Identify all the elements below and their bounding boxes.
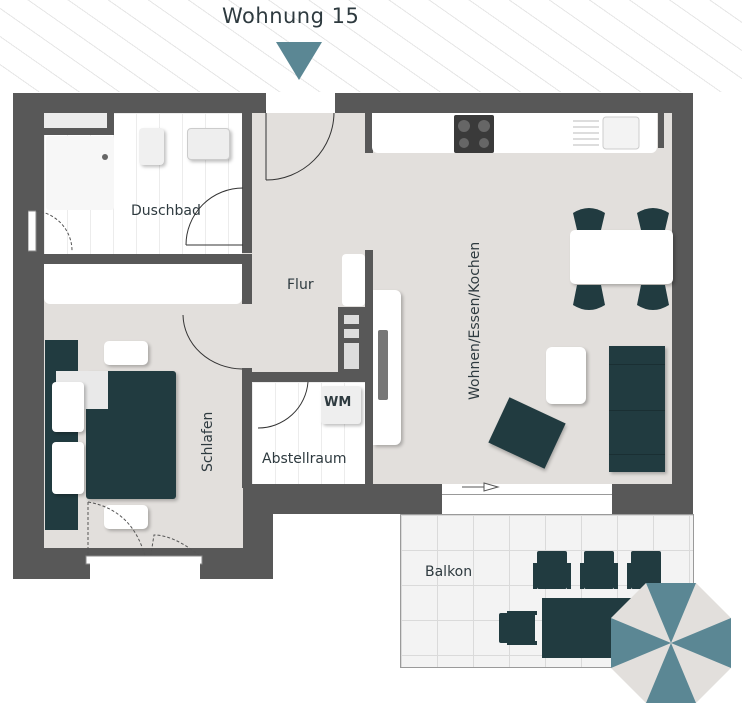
nightstand-top bbox=[104, 341, 148, 365]
drain-icon bbox=[102, 154, 108, 160]
tv-icon bbox=[378, 330, 388, 400]
toilet-icon bbox=[139, 128, 164, 165]
wall-seg bbox=[658, 113, 664, 148]
door-swing-entrance[interactable] bbox=[264, 110, 336, 184]
window-sill bbox=[90, 562, 200, 579]
entrance-triangle-icon bbox=[276, 42, 322, 80]
room-label-duschbad: Duschbad bbox=[131, 203, 201, 219]
exterior-hatch bbox=[0, 0, 742, 92]
window-bath[interactable] bbox=[28, 208, 78, 258]
shelf-slot bbox=[344, 343, 359, 369]
cooktop-icon bbox=[454, 115, 494, 153]
shelf bbox=[44, 113, 107, 128]
headboard bbox=[45, 340, 78, 530]
sofa-seam bbox=[609, 410, 665, 411]
sofa-seam bbox=[609, 364, 665, 365]
wall-flur-right bbox=[365, 250, 373, 484]
parasol-icon bbox=[611, 583, 731, 703]
shelf-slot bbox=[344, 315, 359, 324]
door-line bbox=[442, 494, 612, 495]
washbasin-icon bbox=[187, 128, 230, 160]
door-swing-bedroom[interactable] bbox=[180, 313, 244, 371]
door-swing-bath[interactable] bbox=[183, 185, 243, 250]
washing-machine bbox=[321, 386, 361, 424]
wall-bath-bottom bbox=[44, 254, 252, 264]
shower-wall bbox=[44, 128, 114, 135]
window-bedroom[interactable] bbox=[84, 500, 204, 570]
shower-wall-v bbox=[107, 113, 114, 135]
label-wm: WM bbox=[324, 395, 352, 410]
wall-top-right bbox=[335, 93, 693, 113]
apartment-title: Wohnung 15 bbox=[222, 4, 360, 28]
wall-storage-top bbox=[252, 372, 372, 382]
sofa-seam bbox=[609, 454, 665, 455]
room-label-wohnen: Wohnen/Essen/Kochen bbox=[467, 241, 483, 400]
sofa bbox=[609, 346, 665, 472]
room-label-abstellraum: Abstellraum bbox=[262, 451, 347, 467]
dining-chairs bbox=[573, 208, 669, 310]
wall-bed-right bbox=[242, 368, 252, 488]
door-swing-storage[interactable] bbox=[256, 380, 311, 432]
kitchen-sink-icon bbox=[573, 116, 640, 150]
room-label-schlafen: Schlafen bbox=[200, 411, 216, 472]
wall-left bbox=[13, 93, 44, 579]
entrance-door-opening[interactable] bbox=[266, 93, 335, 113]
wardrobe bbox=[44, 264, 242, 304]
coffee-table bbox=[546, 347, 586, 404]
wall-top-left bbox=[13, 93, 266, 113]
room-label-flur: Flur bbox=[287, 277, 314, 293]
nightstand-bottom bbox=[104, 505, 148, 529]
dining-table bbox=[570, 230, 673, 284]
wall-seg bbox=[242, 264, 252, 304]
shower-tray bbox=[46, 136, 114, 210]
cabinet bbox=[342, 254, 365, 306]
sliding-arrow-icon bbox=[462, 482, 500, 492]
pillow bbox=[52, 442, 84, 494]
room-label-balkon: Balkon bbox=[425, 564, 473, 580]
wall-right bbox=[672, 93, 693, 503]
pillow bbox=[52, 382, 84, 432]
balcony-door[interactable] bbox=[442, 482, 612, 514]
shelf-slot bbox=[344, 329, 359, 338]
wall-bath-right bbox=[242, 113, 252, 253]
wall-seg bbox=[365, 113, 373, 153]
shelf-wall bbox=[338, 307, 365, 373]
